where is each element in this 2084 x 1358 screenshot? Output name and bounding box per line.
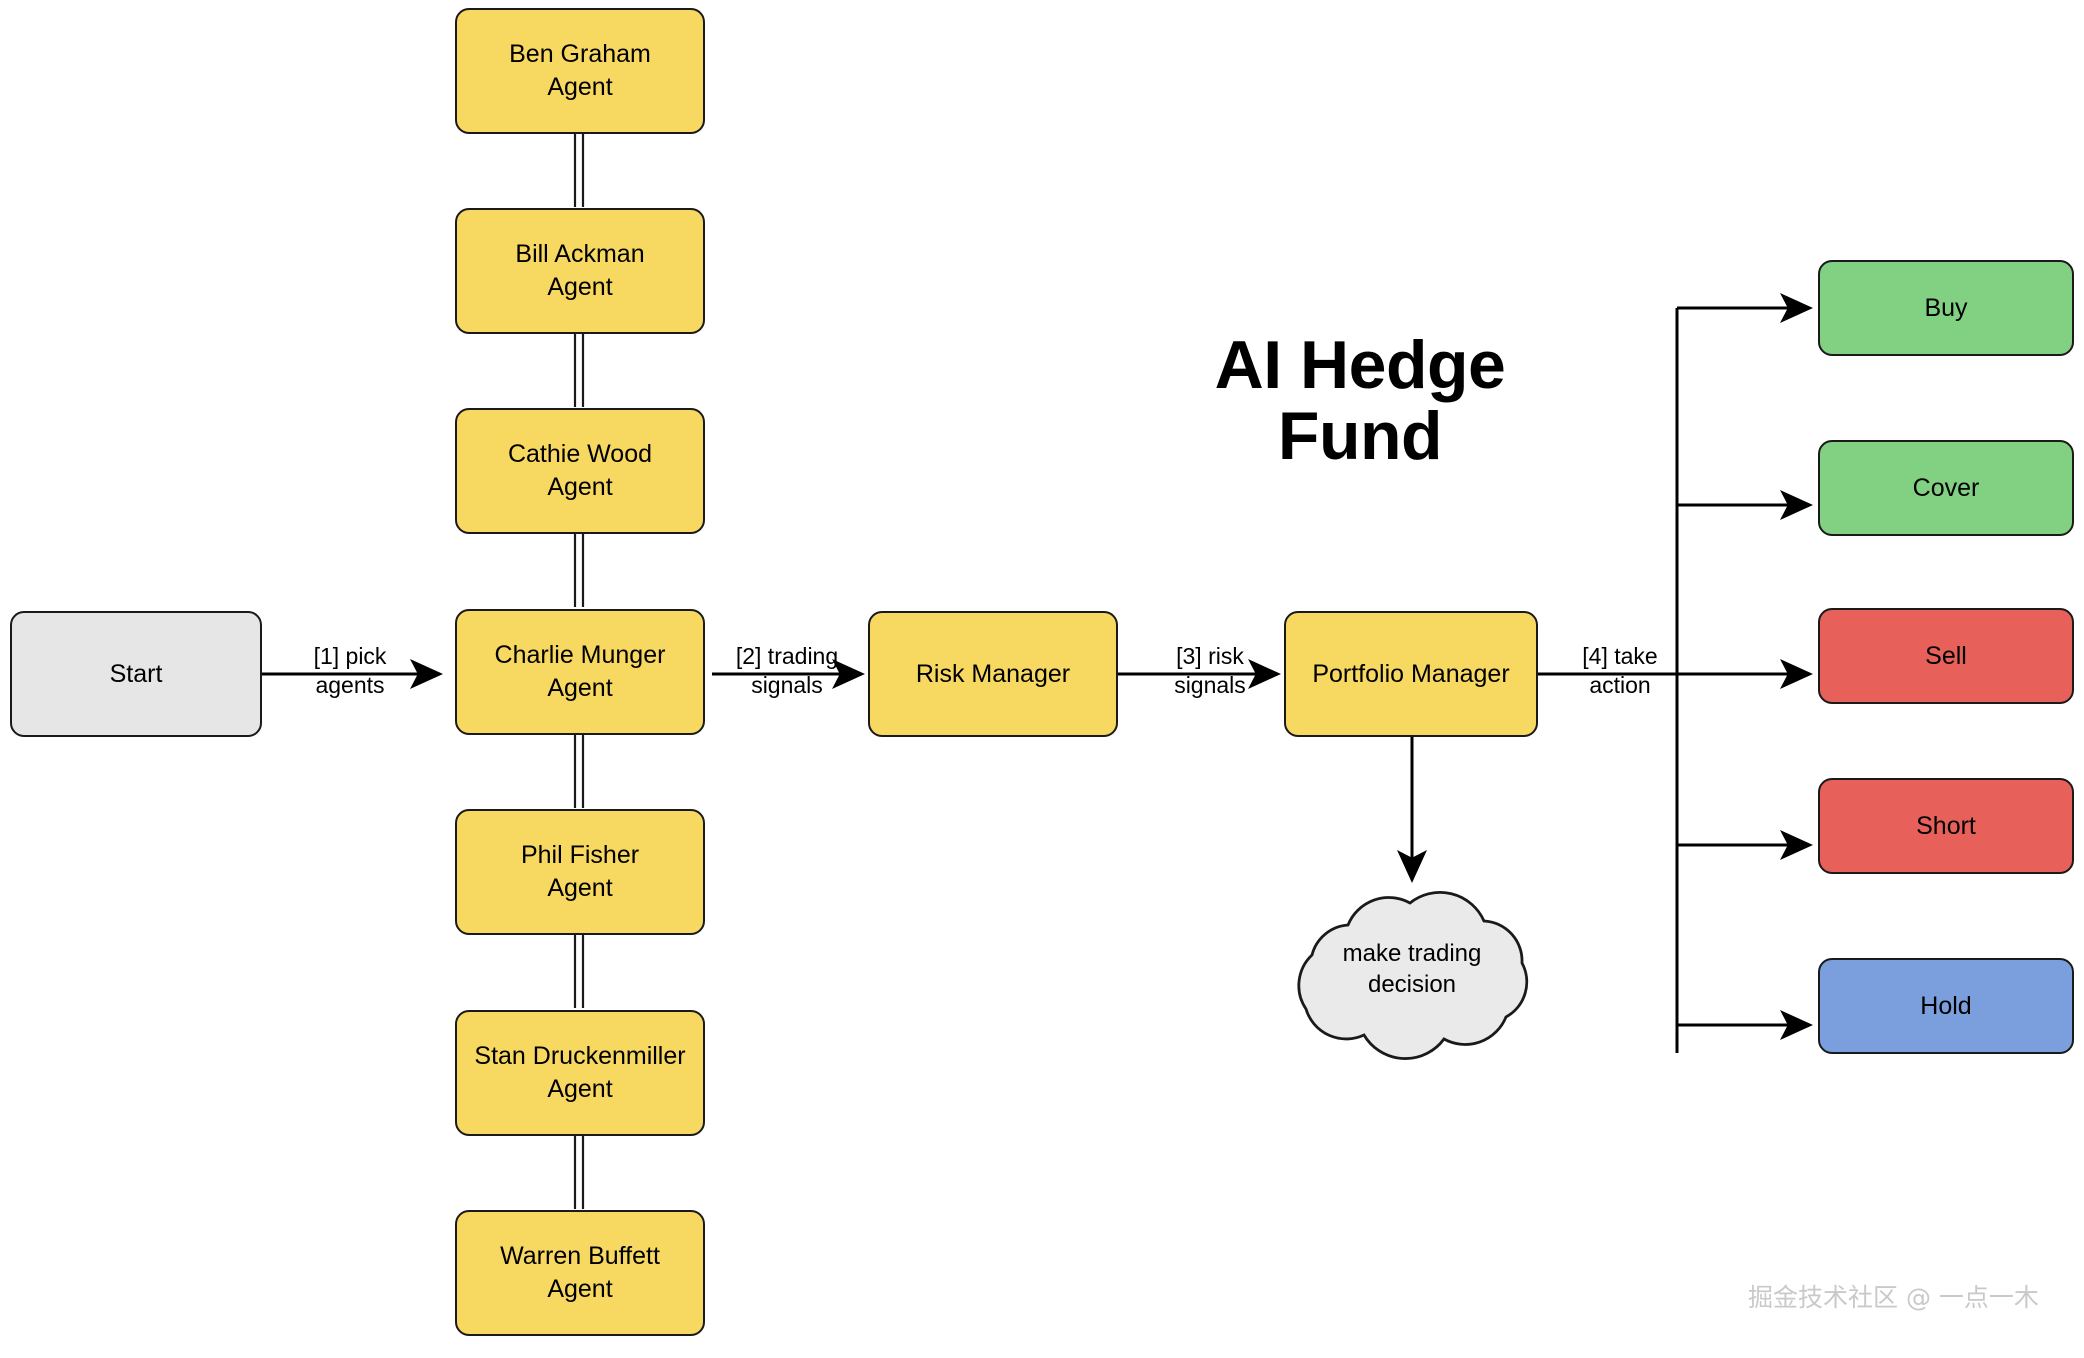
node-cathie-wood-agent[interactable]: Cathie Wood Agent	[455, 408, 705, 534]
node-warren-buffett-agent[interactable]: Warren Buffett Agent	[455, 1210, 705, 1336]
node-portfolio-manager[interactable]: Portfolio Manager	[1284, 611, 1538, 737]
decision-cloud-label: make trading decision	[1342, 940, 1482, 999]
node-risk-manager[interactable]: Risk Manager	[868, 611, 1118, 737]
node-action-cover[interactable]: Cover	[1818, 440, 2074, 536]
node-stan-druckenmiller-agent[interactable]: Stan Druckenmiller Agent	[455, 1010, 705, 1136]
edge-label-pick-agents: [1] pick agents	[313, 643, 387, 699]
edge-label-trading-signals: [2] trading signals	[735, 643, 839, 699]
node-start[interactable]: Start	[10, 611, 262, 737]
node-bill-ackman-agent[interactable]: Bill Ackman Agent	[455, 208, 705, 334]
node-action-short[interactable]: Short	[1818, 778, 2074, 874]
node-ben-graham-agent[interactable]: Ben Graham Agent	[455, 8, 705, 134]
node-action-buy[interactable]: Buy	[1818, 260, 2074, 356]
watermark: 掘金技术社区 @ 一点一木	[1748, 1283, 2039, 1312]
node-action-hold[interactable]: Hold	[1818, 958, 2074, 1054]
node-phil-fisher-agent[interactable]: Phil Fisher Agent	[455, 809, 705, 935]
edge-label-take-action: [4] take action	[1582, 643, 1658, 699]
node-action-sell[interactable]: Sell	[1818, 608, 2074, 704]
diagram-title: AI Hedge Fund	[1214, 327, 1506, 475]
edge-label-risk-signals: [3] risk signals	[1174, 643, 1246, 699]
node-charlie-munger-agent[interactable]: Charlie Munger Agent	[455, 609, 705, 735]
